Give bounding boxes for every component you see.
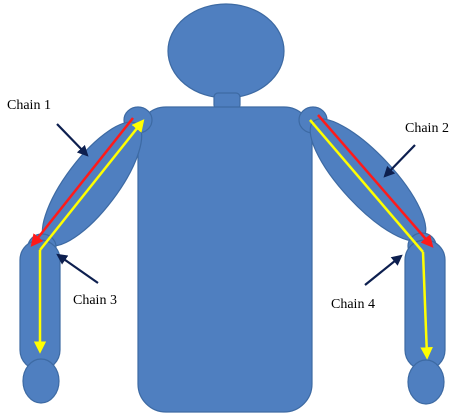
chain3-yellow-upper-arrow (40, 122, 142, 250)
left-hand (23, 359, 59, 403)
chain1-pointer-arrow (57, 124, 87, 155)
chain3-label: Chain 3 (73, 293, 117, 308)
chain4-label: Chain 4 (331, 297, 375, 312)
chain1-label: Chain 1 (7, 98, 51, 113)
chain3-pointer-arrow (58, 255, 98, 283)
chain2-label: Chain 2 (405, 121, 449, 136)
head (168, 4, 284, 98)
right-hand (408, 360, 444, 404)
robot-body (20, 4, 445, 412)
torso (138, 107, 312, 412)
chain2-pointer-arrow (385, 145, 415, 176)
chain4-pointer-arrow (365, 256, 401, 285)
